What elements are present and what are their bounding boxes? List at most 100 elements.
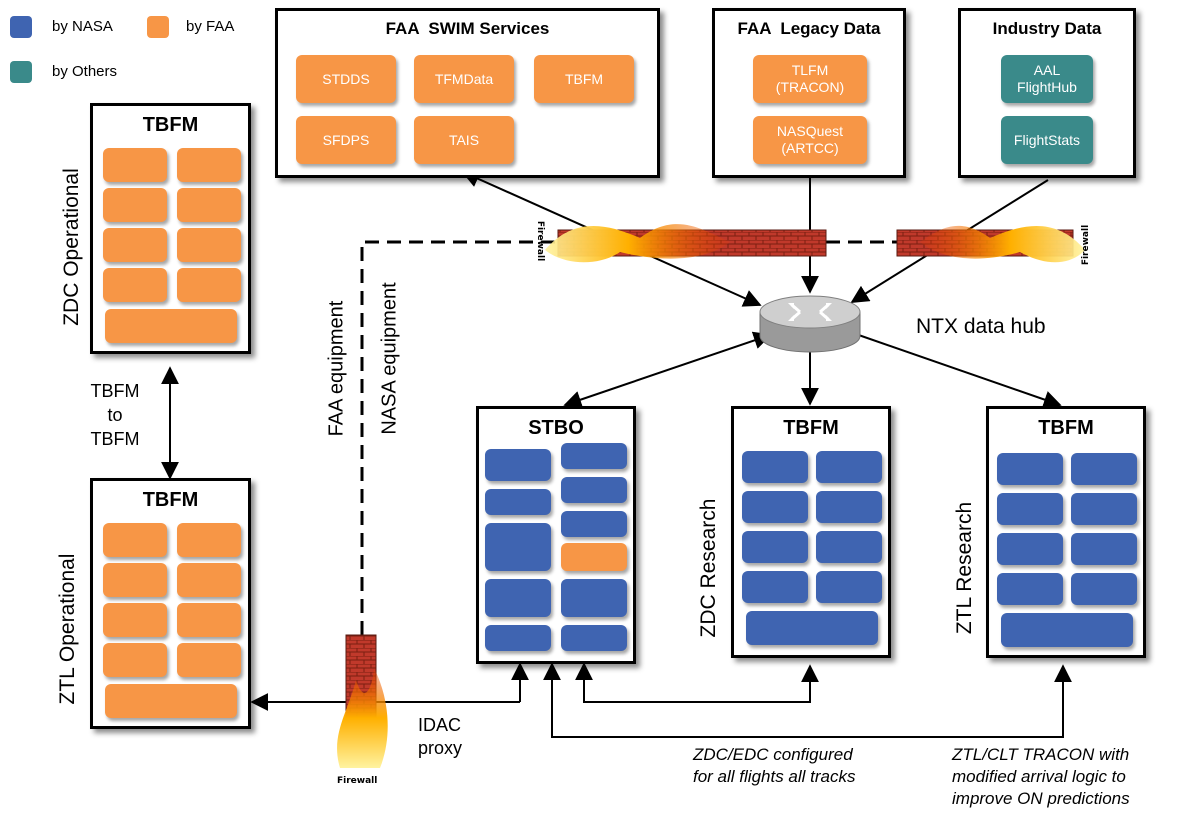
equipment-boundary-dashed xyxy=(360,240,898,635)
industry-item-aal-line1: AAL xyxy=(1033,62,1061,78)
legend-nasa-label: by NASA xyxy=(52,18,113,35)
zdc-research-side-label: ZDC Research xyxy=(697,498,720,638)
ztl-research-module-wide xyxy=(1001,613,1133,647)
ztl-research-box: TBFM xyxy=(986,406,1146,658)
ntx-hub-router-icon xyxy=(759,295,861,353)
tbfm-to-tbfm-line2: to xyxy=(107,405,123,425)
stbo-module xyxy=(485,523,551,571)
stbo-module xyxy=(485,579,551,617)
ztl-op-module xyxy=(103,523,167,557)
industry-item-aal-flighthub: AAL FlightHub xyxy=(1001,55,1093,103)
arrow-stbo-zdc-research xyxy=(575,662,819,703)
arrow-hub-stbo xyxy=(563,331,772,409)
swim-item-stdds: STDDS xyxy=(296,55,396,103)
ztl-op-module xyxy=(103,603,167,637)
industry-item-aal-line2: FlightHub xyxy=(1017,79,1077,95)
swim-item-sfdps: SFDPS xyxy=(296,116,396,164)
note-zdc-line1: ZDC/EDC configured xyxy=(693,745,853,764)
idac-proxy-label: IDAC proxy xyxy=(418,714,462,760)
ntx-data-hub-label: NTX data hub xyxy=(916,315,1046,338)
stbo-module xyxy=(561,625,627,651)
legend-faa-label: by FAA xyxy=(186,18,235,35)
ztl-research-module xyxy=(997,453,1063,485)
swim-item-tais: TAIS xyxy=(414,116,514,164)
zdc-op-module xyxy=(103,148,167,182)
note-ztl-line1: ZTL/CLT TRACON with xyxy=(952,745,1130,764)
tbfm-to-tbfm-line3: TBFM xyxy=(90,429,140,449)
zdc-op-module-wide xyxy=(105,309,237,343)
ztl-research-module xyxy=(1071,493,1137,525)
zdc-research-module xyxy=(816,451,882,483)
tbfm-to-tbfm-line1: TBFM xyxy=(90,381,140,401)
legacy-item-nasquest-line2: (ARTCC) xyxy=(781,140,839,156)
stbo-module xyxy=(561,443,627,469)
ztl-research-module xyxy=(1071,573,1137,605)
legacy-item-tlfm-line1: TLFM xyxy=(791,62,829,78)
zdc-research-title: TBFM xyxy=(783,417,839,439)
firewall-swim-label: Firewall xyxy=(535,220,546,262)
note-ztl-line2: modified arrival logic to xyxy=(952,767,1126,786)
ztl-op-module xyxy=(103,643,167,677)
swim-services-title: FAA SWIM Services xyxy=(385,19,550,38)
ztl-research-title: TBFM xyxy=(1038,417,1094,439)
stbo-module xyxy=(561,477,627,503)
ztl-research-module xyxy=(997,533,1063,565)
zdc-research-box: TBFM xyxy=(731,406,891,658)
legacy-data-box: FAA Legacy Data TLFM (TRACON) NASQuest (… xyxy=(712,8,906,178)
legend-faa-swatch xyxy=(147,16,169,38)
arrow-hub-ztl-research xyxy=(849,331,1062,409)
tbfm-to-tbfm-label: TBFM to TBFM xyxy=(80,379,150,451)
firewall-idac-icon xyxy=(337,634,388,768)
zdc-op-module xyxy=(177,268,241,302)
nasa-equipment-label: NASA equipment xyxy=(378,282,401,435)
legend-nasa-swatch xyxy=(10,16,32,38)
arrow-stbo-ztl-research xyxy=(543,662,1072,738)
zdc-op-module xyxy=(177,148,241,182)
zdc-research-module xyxy=(816,531,882,563)
ztl-research-side-label: ZTL Research xyxy=(953,501,976,635)
ztl-op-module xyxy=(177,603,241,637)
ztl-op-module xyxy=(177,523,241,557)
firewall-idac-label: Firewall xyxy=(337,776,378,786)
ztl-op-module xyxy=(177,563,241,597)
stbo-module-faa xyxy=(561,543,627,571)
swim-item-tfmdata: TFMData xyxy=(414,55,514,103)
firewall-swim-icon xyxy=(545,224,827,263)
swim-services-box: FAA SWIM Services STDDS TFMData TBFM SFD… xyxy=(275,8,660,178)
zdc-op-module xyxy=(103,228,167,262)
zdc-op-module xyxy=(103,268,167,302)
legacy-item-tlfm: TLFM (TRACON) xyxy=(753,55,867,103)
note-zdc-line2: for all flights all tracks xyxy=(693,767,856,786)
zdc-research-module xyxy=(742,491,808,523)
stbo-module xyxy=(561,511,627,537)
zdc-operational-box: TBFM xyxy=(90,103,251,354)
zdc-operational-title: TBFM xyxy=(142,114,199,136)
ztl-research-module xyxy=(1071,533,1137,565)
legend-others-label: by Others xyxy=(52,63,118,80)
zdc-research-module xyxy=(742,571,808,603)
note-ztl-configuration: ZTL/CLT TRACON with modified arrival log… xyxy=(952,744,1130,810)
ztl-op-module xyxy=(103,563,167,597)
ztl-research-module xyxy=(1071,453,1137,485)
zdc-op-module xyxy=(103,188,167,222)
stbo-module xyxy=(561,579,627,617)
zdc-research-module xyxy=(742,531,808,563)
stbo-module xyxy=(485,625,551,651)
swim-item-tbfm: TBFM xyxy=(534,55,634,103)
ztl-op-module xyxy=(177,643,241,677)
legend-others-swatch xyxy=(10,61,32,83)
zdc-operational-side-label: ZDC Operational xyxy=(60,168,83,326)
idac-proxy-line1: IDAC xyxy=(418,715,462,735)
legacy-item-nasquest: NASQuest (ARTCC) xyxy=(753,116,867,164)
zdc-research-module-wide xyxy=(746,611,878,645)
ztl-research-module xyxy=(997,493,1063,525)
note-zdc-configuration: ZDC/EDC configured for all flights all t… xyxy=(693,744,856,788)
firewall-industry-label: Firewall xyxy=(1081,224,1092,266)
zdc-research-module xyxy=(816,491,882,523)
note-ztl-line3: improve ON predictions xyxy=(952,789,1130,808)
stbo-module xyxy=(485,489,551,515)
zdc-op-module xyxy=(177,188,241,222)
stbo-title: STBO xyxy=(528,417,584,439)
stbo-box: STBO xyxy=(476,406,636,664)
